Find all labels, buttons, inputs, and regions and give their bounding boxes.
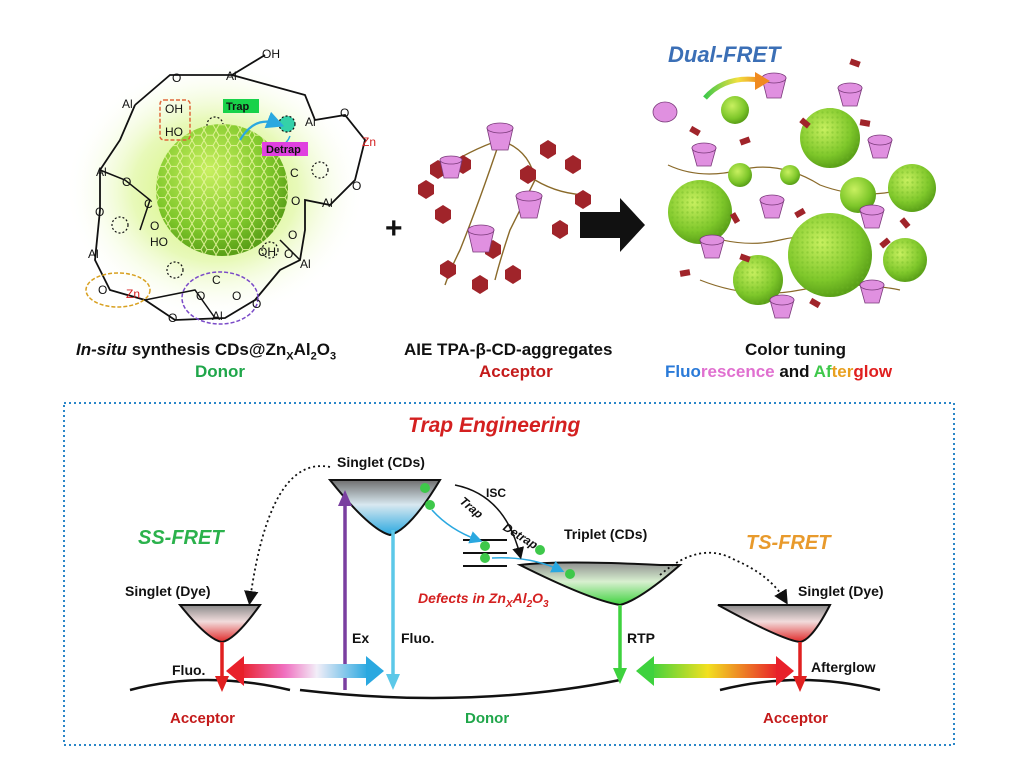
- chem-zn: Zn: [126, 287, 140, 301]
- donor-caption-prefix: In-situ: [76, 340, 127, 359]
- color-word-rescence: rescence: [700, 362, 775, 381]
- rtp-label: RTP: [627, 630, 655, 646]
- result-caption-line2: Fluorescence and Afterglow: [665, 362, 892, 382]
- trap-engineering-panel: [63, 402, 955, 746]
- chem-o: O: [352, 179, 361, 193]
- chem-o: O: [232, 289, 241, 303]
- donor-chem-labels: OH Al O Al OH HO Al O Zn O Al C O O OH A…: [88, 47, 376, 325]
- donor-caption: In-situ synthesis CDs@ZnXAl2O3: [76, 340, 336, 362]
- chem-al: Al: [88, 247, 99, 261]
- donor-caption-sub-2: 2: [310, 350, 317, 363]
- defects-prefix: Defects in Zn: [418, 590, 506, 606]
- ts-fret-label: TS-FRET: [746, 532, 831, 554]
- acceptor-aggregates: [418, 122, 591, 294]
- color-word-glow: glow: [853, 362, 893, 381]
- ex-label: Ex: [352, 630, 370, 646]
- afterglow-label: Afterglow: [811, 659, 876, 675]
- result-caption: Color tuning: [745, 340, 847, 359]
- chem-al: Al: [212, 309, 223, 323]
- fluo-center-label: Fluo.: [401, 630, 435, 646]
- chem-c: C: [144, 197, 153, 211]
- donor-caption-al: Al: [293, 340, 311, 359]
- chem-al: Al: [122, 97, 133, 111]
- dual-fret-label: Dual-FRET: [668, 42, 781, 67]
- chem-o: O: [252, 297, 261, 311]
- chem-al: Al: [322, 196, 333, 210]
- triplet-cds-label: Triplet (CDs): [564, 526, 648, 542]
- chem-c: C: [212, 273, 221, 287]
- singlet-dye-left-label: Singlet (Dye): [125, 583, 211, 599]
- energy-diagram: [129, 465, 881, 700]
- acceptor-right-label: Acceptor: [763, 710, 829, 727]
- chem-o: O: [340, 106, 349, 120]
- acceptor-role: Acceptor: [479, 362, 553, 381]
- chem-o: O: [95, 205, 104, 219]
- donor-role: Donor: [195, 362, 246, 381]
- color-word-fluo: Fluo: [665, 362, 701, 381]
- defects-sub-3: 3: [543, 598, 549, 610]
- chem-o: O: [284, 247, 293, 261]
- chem-o: O: [291, 194, 300, 208]
- chem-c: C: [290, 166, 299, 180]
- defects-sub-2: 2: [526, 598, 533, 610]
- defects-al: Al: [512, 590, 527, 606]
- chem-oh: OH: [165, 102, 183, 116]
- donor-label: Donor: [465, 710, 510, 727]
- dual-fret-composite: [652, 58, 936, 319]
- ss-fret-label: SS-FRET: [138, 527, 224, 549]
- chem-o: O: [150, 219, 159, 233]
- reaction-arrow: [580, 198, 645, 252]
- defects-label: Defects in ZnXAl2O3: [418, 590, 549, 610]
- chem-ho: HO: [165, 125, 183, 139]
- chem-al: Al: [305, 115, 316, 129]
- fluo-left-label: Fluo.: [172, 662, 206, 678]
- color-word-af: Af: [813, 362, 832, 381]
- donor-caption-rest: synthesis CDs@Zn: [127, 340, 287, 359]
- chem-o: O: [168, 311, 177, 325]
- chem-al: Al: [300, 257, 311, 271]
- donor-caption-o: O: [316, 340, 330, 359]
- color-word-and: and: [774, 362, 814, 381]
- chem-o: O: [98, 283, 107, 297]
- chem-o: O: [172, 71, 181, 85]
- singlet-dye-right-label: Singlet (Dye): [798, 583, 884, 599]
- chem-o: O: [196, 289, 205, 303]
- acceptor-left-label: Acceptor: [170, 710, 236, 727]
- chem-al: Al: [96, 165, 107, 179]
- chem-oh: OH: [258, 245, 276, 259]
- plus-sign: +: [385, 212, 403, 245]
- color-word-ter: ter: [831, 362, 854, 381]
- donor-caption-sub-x: X: [286, 350, 294, 363]
- trap-tag: Trap: [226, 101, 250, 113]
- chem-oh: OH: [262, 47, 280, 61]
- chem-o: O: [288, 228, 297, 242]
- detrap-tag: Detrap: [266, 144, 301, 156]
- chem-o: O: [122, 175, 131, 189]
- donor-caption-sub-3: 3: [329, 350, 337, 363]
- chem-zn: Zn: [362, 135, 376, 149]
- defects-o: O: [532, 590, 544, 606]
- panel-title: Trap Engineering: [408, 414, 581, 437]
- isc-label: ISC: [486, 486, 507, 500]
- donor-structure: [65, 54, 366, 325]
- singlet-cds-label: Singlet (CDs): [337, 454, 425, 470]
- defects-sub-x: X: [505, 598, 513, 610]
- chem-ho: HO: [150, 235, 168, 249]
- chem-al: Al: [226, 69, 237, 83]
- acceptor-caption: AIE TPA-β-CD-aggregates: [404, 340, 613, 359]
